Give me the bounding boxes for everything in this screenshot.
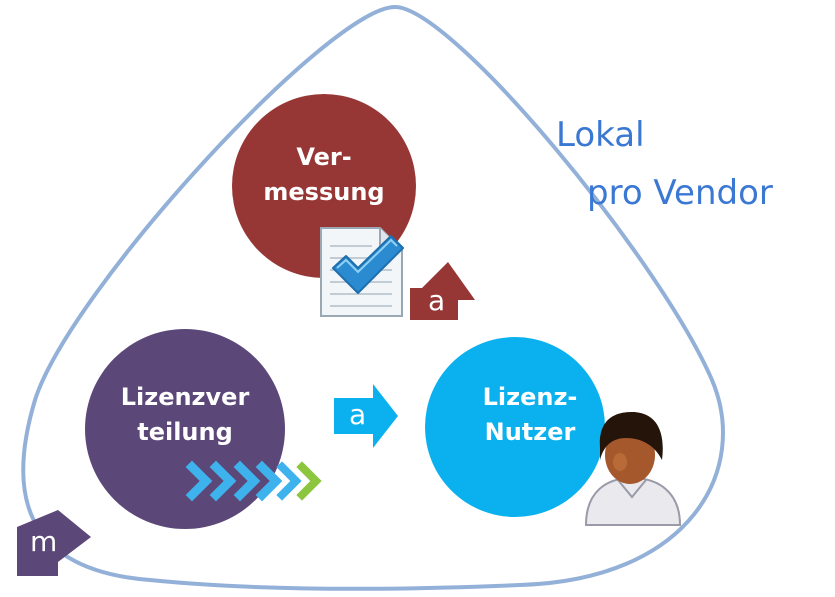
vermessung-label-line1: Ver- [296,143,352,171]
scope-label-line2: pro Vendor [587,173,773,213]
user-icon [584,412,682,526]
lizenz-nutzer-label-line1: Lizenz- [482,383,578,411]
vermessung-label: Ver- messung [254,140,394,210]
arrow-to-vermessung [410,262,475,320]
lizenz-nutzer-circle [425,337,605,517]
scope-label-line1: Lokal [556,115,645,155]
arrow-to-lizenz-nutzer [334,384,398,448]
document-check-icon [320,227,404,317]
scope-boundary [21,4,725,591]
arrow-to-lizenz-nutzer-label: a [349,398,367,431]
arrow-outer-label: m [30,525,58,558]
vermessung-label-line2: messung [263,177,385,206]
lizenzverteilung-label: Lizenzver teilung [105,380,265,450]
lizenzverteilung-circle [85,329,285,529]
lizenz-nutzer-label: Lizenz- Nutzer [460,380,600,450]
lizenz-nutzer-label-line2: Nutzer [484,417,576,446]
chevron-arrows-icon [185,460,322,502]
lizenzverteilung-label-line2: teilung [137,417,233,446]
arrow-to-vermessung-label: a [428,284,446,317]
arrow-outer [17,510,91,576]
lizenzverteilung-label-line1: Lizenzver [120,383,250,411]
